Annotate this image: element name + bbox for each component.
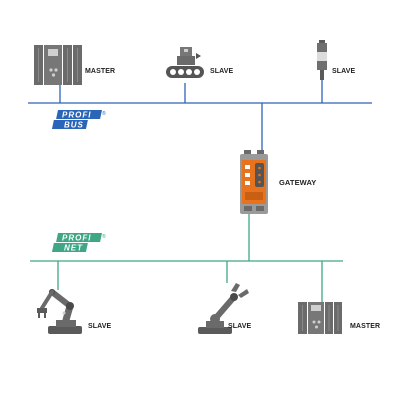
gripper-robot-icon bbox=[198, 283, 249, 334]
profibus-logo: PROFI BUS ® bbox=[51, 110, 106, 130]
gateway-module-icon bbox=[240, 150, 268, 214]
conveyor-slave-label: SLAVE bbox=[210, 68, 234, 75]
plc-master-icon bbox=[298, 302, 342, 334]
profibus-registered-mark: ® bbox=[102, 110, 106, 117]
profinet-master-label: MASTER bbox=[350, 323, 381, 330]
profinet-lines bbox=[30, 212, 343, 302]
profibus-logo-top: PROFI bbox=[62, 111, 91, 120]
profibus-lines bbox=[28, 80, 372, 152]
robot-arm-slave-label: SLAVE bbox=[88, 323, 112, 330]
signal-tower-icon bbox=[317, 40, 327, 80]
conveyor-icon bbox=[166, 47, 204, 78]
profinet-logo-top: PROFI bbox=[62, 234, 91, 243]
profinet-logo: PROFI NET ® bbox=[51, 233, 106, 253]
robot-arm-icon bbox=[37, 289, 82, 334]
signal-tower-slave-label: SLAVE bbox=[332, 68, 356, 75]
profinet-logo-bottom: NET bbox=[64, 244, 83, 253]
profibus-logo-bottom: BUS bbox=[64, 121, 84, 130]
profinet-registered-mark: ® bbox=[102, 233, 106, 240]
gateway-label: GATEWAY bbox=[279, 178, 317, 187]
plc-master-icon bbox=[34, 45, 82, 85]
gripper-slave-label: SLAVE bbox=[228, 323, 252, 330]
profibus-master-label: MASTER bbox=[85, 68, 116, 75]
